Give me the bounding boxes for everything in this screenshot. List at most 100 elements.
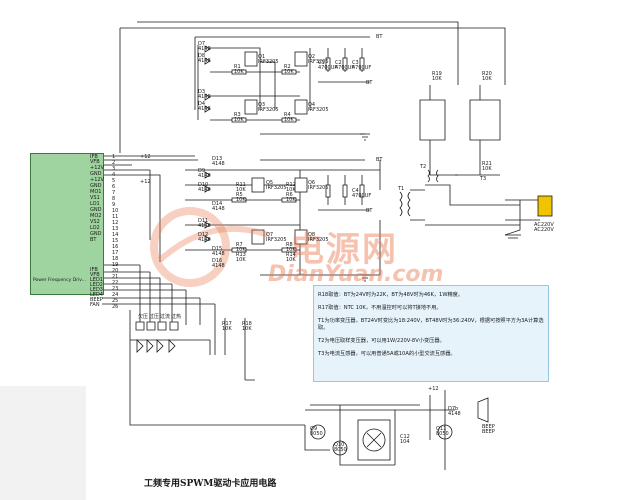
component-value-q11: 8050 [436, 431, 449, 437]
pin-name-19: LED2 [90, 282, 103, 288]
component-d11: D11 [198, 218, 208, 224]
pin-name-15: BT [90, 237, 97, 243]
component-value-r12: 10K [286, 187, 296, 193]
component-value-c3: 4700UF [352, 65, 371, 71]
pin-number-14: 14 [112, 232, 118, 238]
component-r11: R11 [236, 182, 246, 188]
pin-name-2: VFB [90, 159, 100, 165]
pin-name-16: IFB [90, 267, 98, 273]
component-r4: R4 [284, 112, 291, 118]
pin-name-8: VS1 [90, 195, 100, 201]
component-value-d8: 4148 [198, 58, 211, 64]
component-c2: C2 [335, 60, 342, 66]
component-value-r13: 10K [236, 257, 246, 263]
component-r5: R5 [236, 192, 243, 198]
component-r14: R14 [286, 252, 296, 258]
component-t1: T1 [397, 186, 404, 192]
component-value-d9: 4148 [198, 173, 211, 179]
component-value-r21: 10K [482, 166, 492, 172]
pin-number-13: 13 [112, 226, 118, 232]
component-r7: R7 [236, 242, 243, 248]
pin-number-15: 15 [112, 238, 118, 244]
component-value-c4: 4700UF [352, 193, 371, 199]
component-value-q3: IRF3205 [258, 107, 279, 113]
component-value-c2: 4700UF [335, 65, 354, 71]
component-value-q4: IRF3205 [308, 107, 329, 113]
component-r20: R20 [482, 71, 492, 77]
component-value-d10: 4148 [198, 187, 211, 193]
component-r6: R6 [286, 192, 293, 198]
note-t2: T2为电压取样变压器，可以用1W/220V-8V小变压器。 [318, 338, 445, 344]
note-r18: R18取值：BT为24V时为22K，BT为48V时为46K，1W精度。 [318, 292, 464, 298]
pin-name-12: VS2 [90, 219, 100, 225]
component-value-r19: 10K [432, 76, 442, 82]
component-r3: R3 [234, 112, 241, 118]
component-value-q6: IRF3205 [308, 185, 329, 191]
component-value-d15: 4148 [212, 251, 225, 257]
component-r21: R21 [482, 161, 492, 167]
pin-number-10: 10 [112, 208, 118, 214]
rail-bt-tx: BT [366, 208, 373, 214]
component-value-ac220v: AC220V [534, 227, 554, 233]
component-d9: D9 [198, 168, 205, 174]
pin-number-20: 20 [112, 268, 118, 274]
component-value-r1: 10K [234, 69, 244, 75]
pin-number-4: 4 [112, 172, 115, 178]
watermark-en: DianYuan.com [268, 262, 444, 287]
component-value-r8: 10K [286, 247, 296, 253]
component-value-r17: 10K [222, 326, 232, 332]
pin-number-22: 22 [112, 280, 118, 286]
driver-module: Power Frequency Driv... [30, 153, 104, 295]
led-label-1: 欠压 [138, 313, 148, 320]
pin-number-5: 5 [112, 178, 115, 184]
component-value-d3: 4148 [198, 94, 211, 100]
component-value-d14: 4148 [212, 206, 225, 212]
rail-bt-lower: BT [366, 80, 373, 86]
pin-name-20: LED3 [90, 287, 103, 293]
component-value-d7b: 4148 [448, 411, 461, 417]
component-value-r11: 10K [236, 187, 246, 193]
component-r1: R1 [234, 64, 241, 70]
pin-number-7: 7 [112, 190, 115, 196]
component-d13: D13 [212, 156, 222, 162]
pin-number-3: 3 [112, 166, 115, 172]
component-d16: D16 [212, 258, 222, 264]
pin-name-5: +12V [90, 177, 105, 183]
component-r13: R13 [236, 252, 246, 258]
diagram-title: 工频专用SPWM驱动卡应用电路 [144, 479, 277, 489]
component-c4: C4 [352, 188, 359, 194]
rail-bt-mid: BT [376, 157, 383, 163]
component-value-d7: 4148 [198, 46, 211, 52]
pin-name-10: GND [90, 207, 102, 213]
component-d7b: D7b [448, 406, 458, 412]
component-value-d4: 4148 [198, 106, 211, 112]
pin-name-6: GND [90, 183, 102, 189]
component-value-r2: 10K [284, 69, 294, 75]
component-q5: Q5 [266, 180, 273, 186]
pin-name-11: MO2 [90, 213, 101, 219]
pin-name-22: BEEP [90, 297, 103, 303]
pin-number-25: 25 [112, 298, 118, 304]
component-c3: C3 [352, 60, 359, 66]
pin-number-8: 8 [112, 196, 115, 202]
component-value-q9: 8050 [310, 431, 323, 437]
component-q11: Q11 [436, 426, 446, 432]
component-q1: Q1 [258, 54, 265, 60]
component-q8: Q8 [308, 232, 315, 238]
component-q6: Q6 [308, 180, 315, 186]
pin-name-18: LED1 [90, 277, 103, 283]
pin-number-9: 9 [112, 202, 115, 208]
module-label: Power Frequency Driv... [33, 278, 86, 283]
component-d14: D14 [212, 201, 222, 207]
pin-number-26: 26 [112, 304, 118, 310]
component-r2: R2 [284, 64, 291, 70]
component-q9: Q9 [310, 426, 317, 432]
component-r19: R19 [432, 71, 442, 77]
component-q10: Q10 [334, 442, 344, 448]
component-q3: Q3 [258, 102, 265, 108]
watermark-logo [150, 207, 269, 287]
component-value-r4: 10K [284, 117, 294, 123]
